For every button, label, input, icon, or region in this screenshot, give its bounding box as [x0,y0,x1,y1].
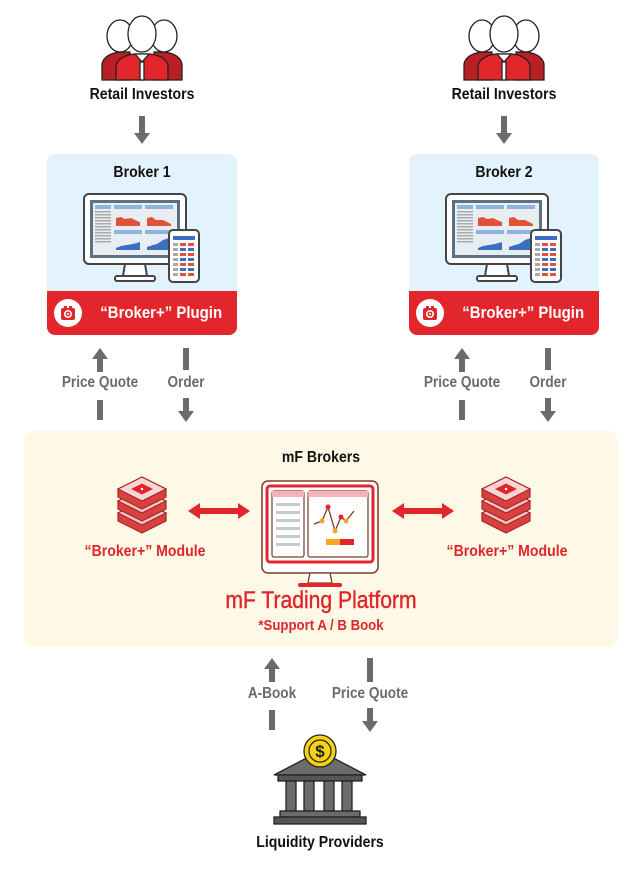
server-stack-icon [480,476,532,534]
retail-investors-1: Retail Investors [80,14,204,104]
bidirectional-arrow-icon [392,503,454,519]
broker-1-card: Broker 1 “Broker+” Plugin [47,154,237,335]
flow-shaft [97,400,103,420]
arrow-up-icon [454,348,470,372]
plugin-label: “Broker+” Plugin [100,303,222,322]
platform-note: *Support A / B Book [258,617,384,634]
arrow-down-icon [496,116,512,144]
bank-dollar-icon: $ [273,734,367,825]
flow-label-price-quote: Price Quote [331,685,409,702]
broker-title: Broker 1 [113,164,171,181]
flow-shaft [545,348,551,370]
investors-label: Retail Investors [451,86,557,103]
broker-plus-plugin-bar: “Broker+” Plugin [409,291,599,335]
module-label-left: “Broker+” Module [84,543,206,560]
flow-label-order: Order [529,374,567,391]
module-label-right: “Broker+” Module [446,543,568,560]
mf-brokers-title: mF Brokers [281,449,361,466]
plugin-gear-icon [415,299,444,327]
arrow-up-icon [264,658,280,682]
people-group-icon [101,15,183,81]
server-stack-icon [116,476,168,534]
platform-name: mF Trading Platform [225,587,417,614]
flow-label-price-quote: Price Quote [61,374,139,391]
arrow-down-icon [178,398,194,422]
investors-label: Retail Investors [89,86,195,103]
flow-shaft [459,400,465,420]
people-group-icon [463,15,545,81]
flow-shaft [269,710,275,730]
broker-2-card: Broker 2 “Broker+” Plugin [409,154,599,335]
plugin-gear-icon [53,299,82,327]
broker-title: Broker 2 [475,164,533,181]
broker-plus-plugin-bar: “Broker+” Plugin [47,291,237,335]
monitor-mobile-icon [445,193,562,283]
trading-platform-monitor-icon [261,480,379,587]
flow-shaft [367,658,373,682]
monitor-mobile-icon [83,193,200,283]
liquidity-providers-label: Liquidity Providers [256,834,384,851]
flow-shaft [183,348,189,370]
flow-label-order: Order [167,374,205,391]
arrow-down-icon [134,116,150,144]
retail-investors-2: Retail Investors [442,14,566,104]
arrow-up-icon [92,348,108,372]
flow-label-a-book: A-Book [247,685,297,702]
bidirectional-arrow-icon [188,503,250,519]
plugin-label: “Broker+” Plugin [462,303,584,322]
arrow-down-icon [362,708,378,732]
flow-label-price-quote: Price Quote [423,374,501,391]
arrow-down-icon [540,398,556,422]
svg-text:$: $ [315,742,325,761]
mf-brokers-area: mF Brokers “Broker+” Module [24,431,618,647]
